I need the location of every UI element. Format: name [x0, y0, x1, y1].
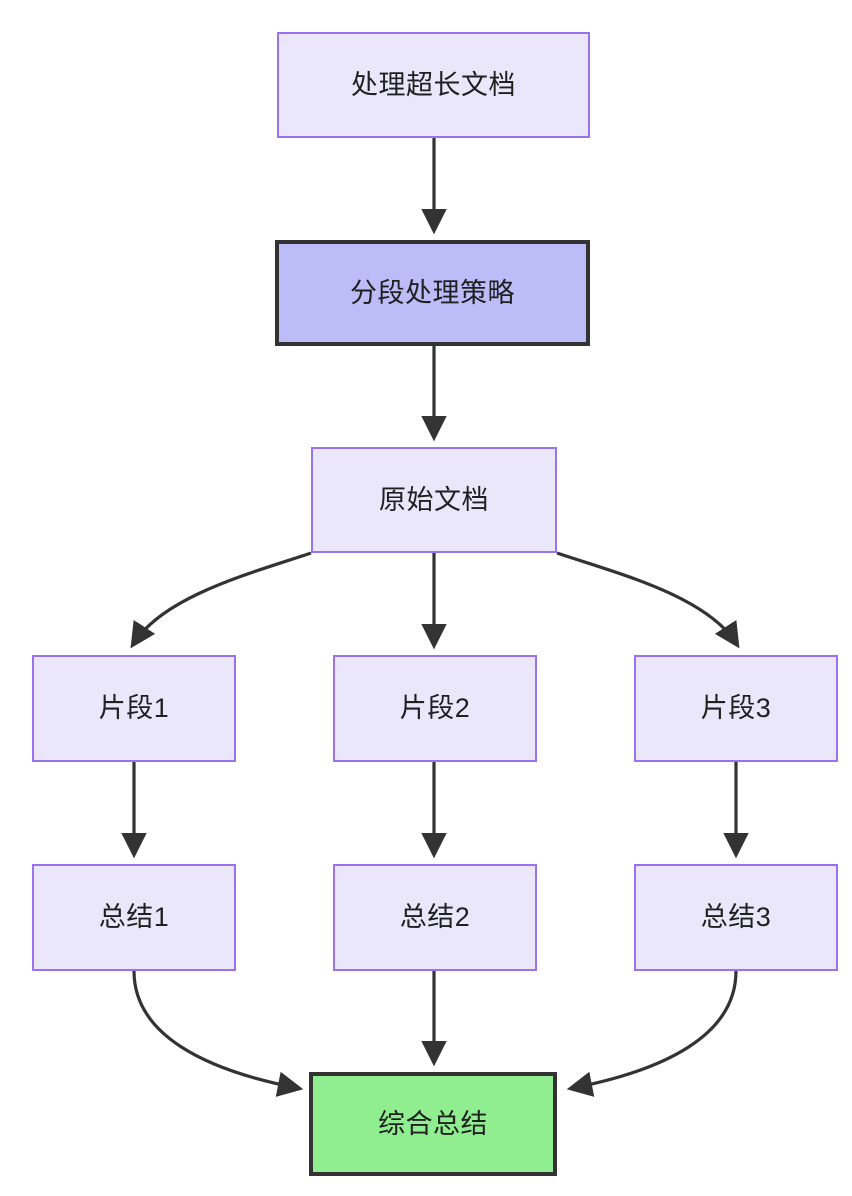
edge-n7-n10 — [132, 970, 304, 1097]
edge-n3-n6 — [556, 551, 740, 649]
node-chunking-strategy[interactable]: 分段处理策略 — [275, 240, 590, 346]
node-original-document[interactable]: 原始文档 — [311, 447, 557, 553]
node-summary-1[interactable]: 总结1 — [32, 864, 236, 971]
node-comprehensive-summary[interactable]: 综合总结 — [309, 1072, 557, 1176]
node-label: 分段处理策略 — [350, 277, 515, 308]
node-label: 原始文档 — [379, 484, 489, 515]
node-summary-2[interactable]: 总结2 — [333, 864, 537, 971]
node-segment-3[interactable]: 片段3 — [634, 655, 838, 762]
node-summary-3[interactable]: 总结3 — [634, 864, 838, 971]
node-label: 总结3 — [700, 902, 772, 933]
node-label: 总结1 — [98, 902, 170, 933]
node-label: 片段2 — [399, 693, 471, 724]
node-segment-1[interactable]: 片段1 — [32, 655, 236, 762]
edge-n9-n10 — [566, 970, 738, 1097]
node-label: 片段1 — [98, 693, 170, 724]
node-label: 处理超长文档 — [351, 69, 516, 100]
node-process-long-document[interactable]: 处理超长文档 — [277, 32, 590, 138]
node-label: 综合总结 — [378, 1108, 488, 1139]
edge-n3-n4 — [130, 551, 312, 649]
node-label: 总结2 — [399, 902, 471, 933]
node-label: 片段3 — [700, 693, 772, 724]
node-segment-2[interactable]: 片段2 — [333, 655, 537, 762]
